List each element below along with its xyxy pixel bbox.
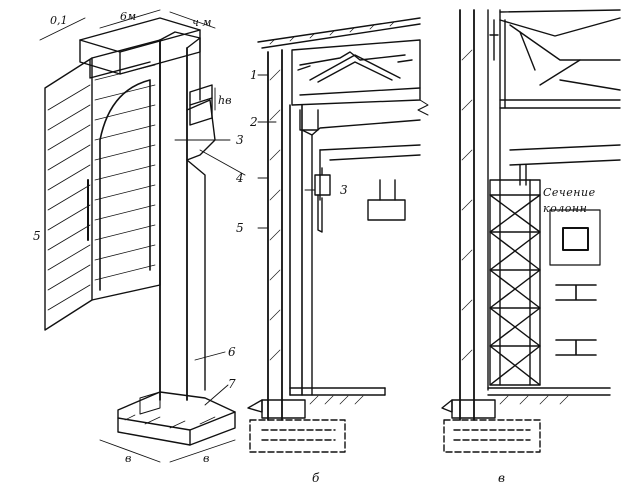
callout-left-5: 5 xyxy=(33,229,41,243)
labels: 5 0,1 6м ч м hв в в 1 2 3 4 5 6 7 3 б в … xyxy=(33,10,596,485)
panel-label-v: в xyxy=(498,471,505,485)
section-view-b xyxy=(247,17,429,453)
crane-trolley xyxy=(314,174,331,196)
callout-2: 2 xyxy=(249,115,258,129)
callout-3-right: 3 xyxy=(340,183,348,197)
top-beam xyxy=(79,17,201,53)
callout-3-left: 3 xyxy=(236,133,244,147)
dim-line-bottom-2 xyxy=(169,439,236,463)
callout-6: 6 xyxy=(228,345,236,359)
callout-5: 5 xyxy=(236,221,244,235)
panel-label-b: б xyxy=(312,471,320,485)
foundation-top xyxy=(117,391,236,431)
dim-bottom-1: в xyxy=(125,452,131,465)
dim-side-hv: hв xyxy=(218,94,232,107)
section-note-line1: Сечение xyxy=(543,186,596,199)
wall-arch xyxy=(99,79,151,291)
dim-top-2: 6м xyxy=(120,10,136,23)
i-beam-sections xyxy=(555,284,597,356)
crane-load-block xyxy=(367,199,406,221)
roof-slab xyxy=(257,17,421,43)
dim-line-top-1 xyxy=(39,17,86,41)
foundation-footing-b xyxy=(249,419,346,453)
isometric-column-view xyxy=(39,9,246,463)
dim-bottom-2: в xyxy=(203,452,209,465)
dim-line-top-3 xyxy=(169,11,216,29)
roof-truss xyxy=(291,39,421,106)
brick-courses xyxy=(47,64,156,311)
dim-top-1: 0,1 xyxy=(50,14,68,27)
crane-beam-v xyxy=(509,144,621,151)
lattice-column xyxy=(489,179,541,386)
foundation-footing-v xyxy=(443,419,541,453)
brick-wall-face xyxy=(44,57,93,331)
dim-line-top-2 xyxy=(99,9,161,29)
dim-top-3: ч м xyxy=(192,16,211,29)
callout-4: 4 xyxy=(235,171,244,185)
column-cross-section xyxy=(549,209,601,266)
callout-7: 7 xyxy=(228,377,236,391)
callout-1: 1 xyxy=(250,68,258,82)
crane-rail xyxy=(189,84,213,106)
dim-line-bottom-1 xyxy=(99,439,161,463)
section-note-line2: колонн xyxy=(543,202,587,215)
section-view-v xyxy=(441,9,621,453)
